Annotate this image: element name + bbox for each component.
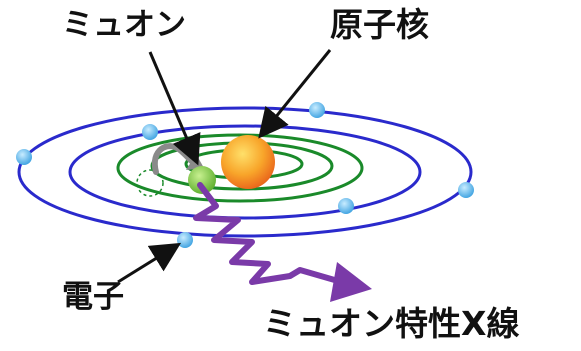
nucleus-label: 原子核: [330, 5, 429, 44]
electron: [142, 124, 158, 140]
muon: [188, 166, 216, 194]
electron: [177, 232, 193, 248]
muon-previous-position: [136, 169, 164, 197]
electron: [458, 182, 474, 198]
electron-label: 電子: [62, 279, 124, 315]
electron-orbit-inner: [68, 124, 422, 220]
muon-orbit-outer: [116, 133, 364, 203]
muon-xray-arrowhead: [330, 262, 372, 302]
nucleus: [221, 135, 275, 189]
electron: [16, 149, 32, 165]
muon-pointer-arrow: [148, 51, 201, 166]
electron: [338, 198, 354, 214]
electron-orbit-outer: [17, 106, 473, 238]
electron: [309, 102, 325, 118]
electron-pointer-arrow: [117, 242, 182, 284]
muon-xray-wave: [193, 182, 348, 286]
nucleus-pointer-arrow: [258, 49, 332, 139]
muon-label: ミュオン: [62, 7, 186, 43]
muon-xray-label: ミュオン特性X線: [263, 304, 520, 343]
